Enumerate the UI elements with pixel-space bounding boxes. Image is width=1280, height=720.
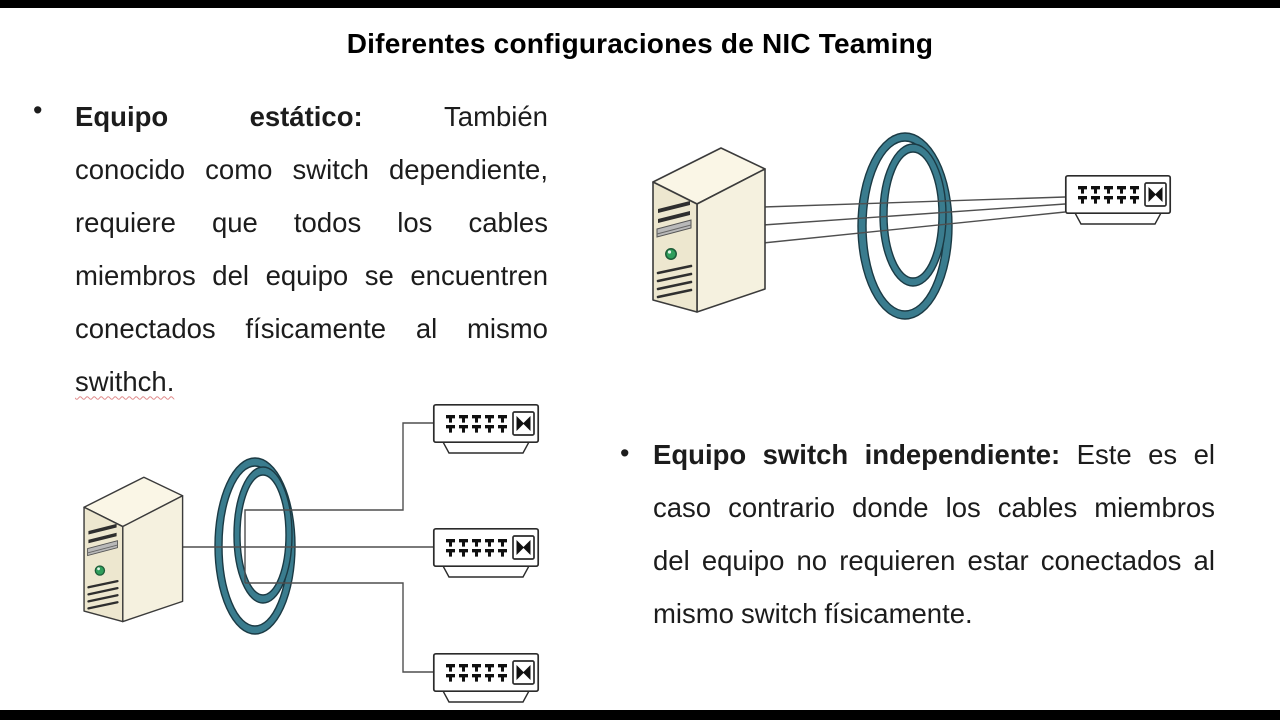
word: los	[945, 491, 981, 523]
switch-icon	[434, 405, 538, 453]
word: swithch.	[75, 365, 175, 397]
nic-team-ring-inner-icon	[233, 466, 293, 604]
word: al	[415, 312, 438, 344]
word: físicamente	[245, 312, 387, 344]
word: switch	[762, 438, 849, 470]
word: mismo	[466, 312, 548, 344]
text-line: Equipo estático: También	[75, 90, 548, 143]
cable-line	[762, 211, 1066, 244]
word: miembros	[1094, 491, 1215, 523]
text-line: conocido como switch dependiente,	[75, 143, 548, 196]
text-line: miembros del equipo se encuentren	[75, 249, 548, 302]
cable-line	[762, 196, 1066, 208]
word: caso	[653, 491, 712, 523]
static-team-paragraph: Equipo estático: También conocido como switch…	[75, 90, 548, 408]
word: donde	[852, 491, 929, 523]
cable-line	[762, 203, 1066, 226]
word: conectados	[1040, 544, 1182, 576]
word: no	[796, 544, 828, 576]
word: del	[212, 259, 249, 291]
word: al	[1193, 544, 1215, 576]
word: equipo	[701, 544, 785, 576]
word: del	[653, 544, 690, 576]
word: Equipo	[75, 100, 169, 132]
word: como	[205, 153, 273, 185]
nic-team-ring-inner-icon	[879, 143, 947, 287]
word: contrario	[728, 491, 836, 523]
word: independiente:	[864, 438, 1061, 470]
nic-team-ring-icon	[857, 132, 953, 320]
word: que	[211, 206, 258, 238]
word: encuentren	[410, 259, 548, 291]
text-line: swithch.	[75, 355, 548, 408]
word: equipo	[265, 259, 349, 291]
word: También	[444, 100, 548, 132]
bullet-marker-static-team: •	[33, 95, 43, 125]
word: físicamente.	[824, 597, 973, 629]
diagram-switch-dependent	[651, 132, 1198, 320]
word: es	[1148, 438, 1178, 470]
word: estar	[967, 544, 1029, 576]
word: requieren	[839, 544, 956, 576]
word: se	[364, 259, 394, 291]
word: el	[1193, 438, 1215, 470]
text-line: requiere que todos los cables	[75, 196, 548, 249]
word: conectados	[75, 312, 216, 344]
server-icon	[82, 476, 184, 623]
word: Equipo	[653, 438, 747, 470]
diagram-switch-independent	[82, 395, 545, 710]
slide-title: Diferentes configuraciones de NIC Teamin…	[346, 28, 934, 59]
word: requiere	[75, 206, 176, 238]
word: los	[397, 206, 433, 238]
switch-icon	[434, 529, 538, 577]
server-icon	[651, 146, 767, 314]
cable-branch	[244, 422, 433, 583]
word: cables	[997, 491, 1078, 523]
word: todos	[293, 206, 362, 238]
word: switch	[292, 153, 369, 185]
switch-icon	[1066, 176, 1170, 224]
word: conocido	[75, 153, 186, 185]
text-line: del equipo no requieren estar conectados al	[653, 534, 1215, 587]
text-line: caso contrario donde los cables miembros	[653, 481, 1215, 534]
cable-branch	[245, 582, 433, 673]
word: Este	[1076, 438, 1132, 470]
word: cables	[468, 206, 548, 238]
word: dependiente,	[388, 153, 548, 185]
letterbox-bottom-bar	[0, 710, 1280, 720]
word: switch	[740, 597, 818, 629]
letterbox-top-bar	[0, 0, 1280, 8]
word: mismo	[653, 597, 734, 629]
word: estático:	[249, 100, 363, 132]
switch-icon	[434, 654, 538, 702]
word: miembros	[75, 259, 196, 291]
bullet-marker-switch-independent: •	[620, 438, 630, 468]
